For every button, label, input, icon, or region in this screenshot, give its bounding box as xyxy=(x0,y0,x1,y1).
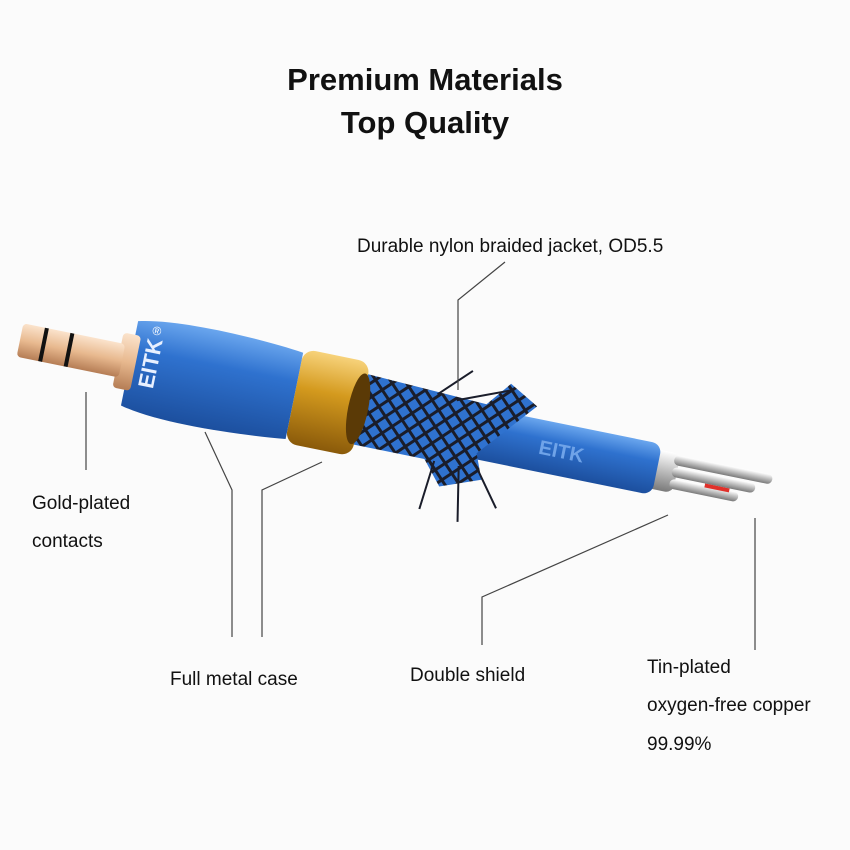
collar xyxy=(113,333,141,391)
label-gold-1: Gold-plated xyxy=(32,493,131,514)
leader-lines xyxy=(85,261,756,650)
registered-mark: ® xyxy=(151,323,163,339)
label-shield: Double shield xyxy=(410,665,526,686)
braided-shield xyxy=(350,373,538,487)
headline-line-1: Premium Materials xyxy=(287,62,563,97)
leader-jacket xyxy=(457,261,506,390)
leader-case-1 xyxy=(204,431,233,637)
leader-shield xyxy=(481,514,669,645)
label-case: Full metal case xyxy=(170,669,298,690)
label-gold-2: contacts xyxy=(32,531,103,552)
metal-case xyxy=(120,320,304,439)
leader-case-2 xyxy=(261,461,323,637)
wires xyxy=(644,449,773,502)
label-jacket: Durable nylon braided jacket, OD5.5 xyxy=(357,236,664,257)
label-copper-2: oxygen-free copper xyxy=(647,695,811,716)
headline-line-2: Top Quality xyxy=(340,105,510,140)
label-copper-1: Tin-plated xyxy=(647,657,731,678)
label-copper-3: 99.99% xyxy=(647,734,712,755)
